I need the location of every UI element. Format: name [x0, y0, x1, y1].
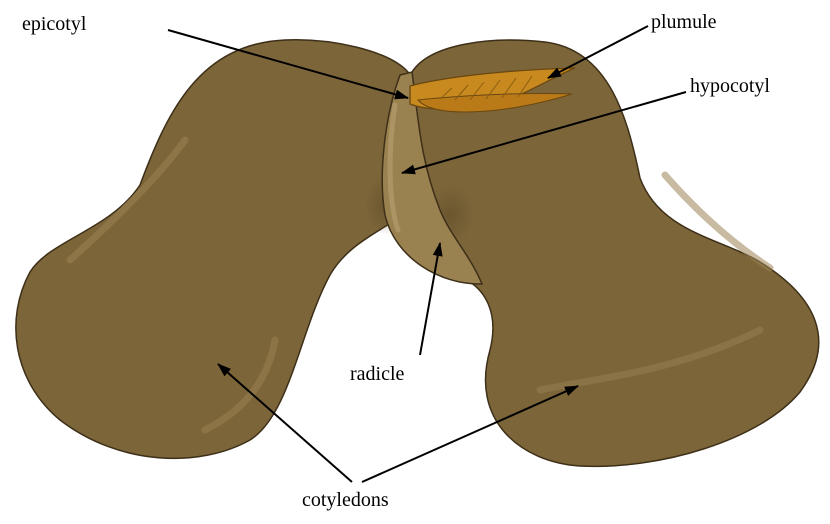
- left-cotyledon: [16, 40, 410, 459]
- label-epicotyl: epicotyl: [22, 14, 86, 34]
- label-cotyledons: cotyledons: [302, 490, 389, 510]
- label-hypocotyl: hypocotyl: [690, 76, 770, 96]
- label-plumule: plumule: [651, 12, 717, 32]
- label-radicle: radicle: [350, 364, 404, 384]
